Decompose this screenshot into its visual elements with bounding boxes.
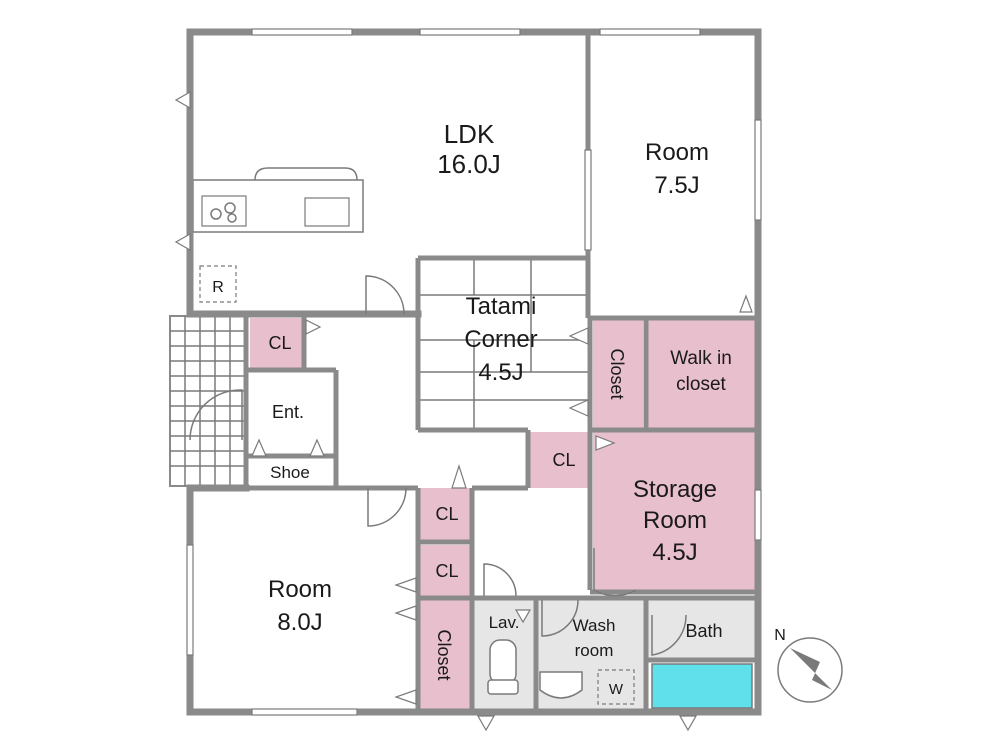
- room-south-size: 8.0J: [277, 609, 322, 636]
- cl-hall-label: CL: [552, 450, 575, 470]
- cl-1-label: CL: [435, 504, 458, 524]
- room-south-name: Room: [268, 576, 332, 603]
- storage-line2: Room: [643, 507, 707, 534]
- washer-space: [597, 669, 635, 705]
- tatami-line2: Corner: [464, 326, 537, 353]
- storage-room-area: [593, 432, 758, 592]
- compass-needle-icon: [790, 648, 832, 690]
- kitchen-counter: [192, 167, 364, 233]
- bathtub: [651, 663, 753, 709]
- closet-hall-area: [530, 432, 590, 488]
- closet-cl2-area: [418, 545, 472, 597]
- windows: [186, 28, 762, 716]
- closet-room8-area: [418, 600, 472, 712]
- walk-in-line2: closet: [676, 374, 726, 395]
- closet-tatami-label: Closet: [607, 348, 627, 399]
- lav-label: Lav.: [489, 613, 520, 632]
- walk-in-closet-area: [648, 318, 758, 428]
- ldk-size: 16.0J: [437, 149, 501, 179]
- compass: N: [774, 627, 843, 703]
- tatami-line1: Tatami: [466, 293, 537, 320]
- walk-in-line1: Walk in: [670, 348, 732, 369]
- compass-north-label: N: [774, 627, 786, 644]
- shoe-label: Shoe: [270, 463, 310, 482]
- refrigerator-space: [199, 265, 237, 303]
- room-east-size: 7.5J: [654, 172, 699, 199]
- bath-area: [648, 600, 758, 658]
- wash-basin: [539, 671, 583, 699]
- wash-line1: Wash: [573, 616, 616, 635]
- storage-size: 4.5J: [652, 539, 697, 566]
- cl-2-label: CL: [435, 561, 458, 581]
- closet-room8-label: Closet: [434, 629, 454, 680]
- refrigerator-label: R: [212, 279, 224, 296]
- room-east-name: Room: [645, 139, 709, 166]
- door-swings: [189, 275, 687, 656]
- storage-line1: Storage: [633, 476, 717, 503]
- wash-line2: room: [575, 641, 614, 660]
- toilet: [487, 639, 519, 695]
- tatami-size: 4.5J: [478, 359, 523, 386]
- washer-label: W: [609, 681, 624, 698]
- cl-entrance-label: CL: [268, 333, 291, 353]
- door-markers: [174, 90, 753, 732]
- entrance-label: Ent.: [272, 402, 304, 422]
- bath-label: Bath: [685, 621, 722, 641]
- closet-cl1-area: [418, 488, 472, 540]
- closet-tatami-area: [593, 318, 643, 428]
- closet-entrance-area: [250, 318, 302, 368]
- ldk-name: LDK: [444, 119, 495, 149]
